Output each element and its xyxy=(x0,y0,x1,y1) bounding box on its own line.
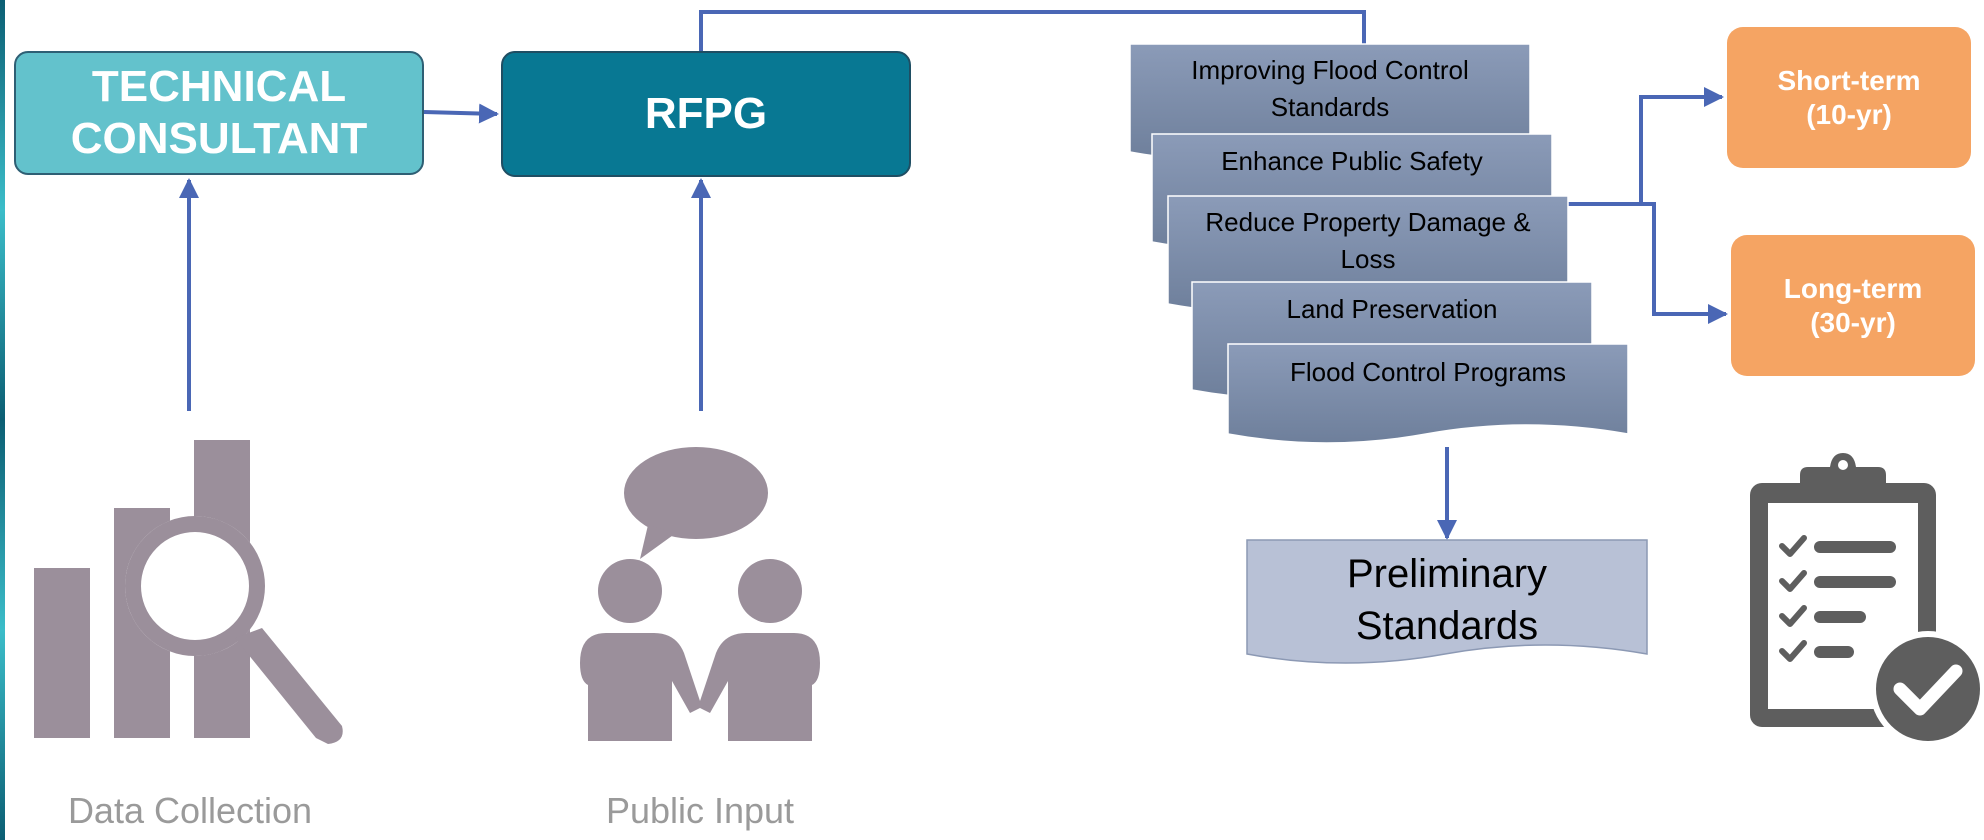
goal-1-line2: Standards xyxy=(1270,92,1390,122)
rfpg-box: RFPG xyxy=(501,51,911,177)
goal-2-line1: Enhance Public Safety xyxy=(1221,146,1483,176)
goal-text-4: Land Preservation xyxy=(1192,291,1592,328)
technical-consultant-line1: TECHNICAL xyxy=(91,62,347,111)
goal-3-line1: Reduce Property Damage & xyxy=(1205,207,1531,237)
data-analysis-icon xyxy=(34,440,343,744)
goal-4-line1: Land Preservation xyxy=(1286,294,1498,324)
short-term-box: Short-term (10-yr) xyxy=(1727,27,1971,168)
goal-1-line1: Improving Flood Control xyxy=(1191,55,1469,85)
slide-edge-accent xyxy=(0,0,5,840)
goal-card-5 xyxy=(1227,343,1629,444)
preliminary-standards-text: Preliminary Standards xyxy=(1247,548,1647,652)
long-term-box: Long-term (30-yr) xyxy=(1731,235,1975,376)
preliminary-line1: Preliminary xyxy=(1346,552,1548,596)
arrow-goals-to-long-term xyxy=(1565,202,1728,324)
long-term-line1: Long-term xyxy=(1783,272,1923,304)
goal-text-2: Enhance Public Safety xyxy=(1152,143,1552,180)
goal-text-3: Reduce Property Damage & Loss xyxy=(1168,204,1568,278)
public-input-caption: Public Input xyxy=(605,790,795,831)
connector-rfpg-to-goals xyxy=(699,10,1366,51)
rfpg-label: RFPG xyxy=(644,89,768,138)
short-term-line1: Short-term xyxy=(1777,64,1921,96)
preliminary-standards-document xyxy=(1246,539,1648,664)
goal-5-line1: Flood Control Programs xyxy=(1290,357,1566,387)
technical-consultant-line2: CONSULTANT xyxy=(70,114,368,163)
long-term-line2: (30-yr) xyxy=(1810,306,1896,338)
checklist-clipboard-icon xyxy=(1750,453,1984,747)
arrow-consultant-to-rfpg xyxy=(423,103,499,124)
goal-text-5: Flood Control Programs xyxy=(1228,354,1628,391)
goal-text-1: Improving Flood Control Standards xyxy=(1130,52,1530,126)
technical-consultant-box: TECHNICAL CONSULTANT xyxy=(14,51,424,175)
short-term-line2: (10-yr) xyxy=(1806,98,1892,130)
goal-3-line2: Loss xyxy=(1340,244,1396,274)
people-conversation-icon xyxy=(580,447,820,741)
preliminary-line2: Standards xyxy=(1355,604,1539,648)
goals-document-stack xyxy=(1129,43,1629,444)
data-collection-caption: Data Collection xyxy=(67,790,313,831)
